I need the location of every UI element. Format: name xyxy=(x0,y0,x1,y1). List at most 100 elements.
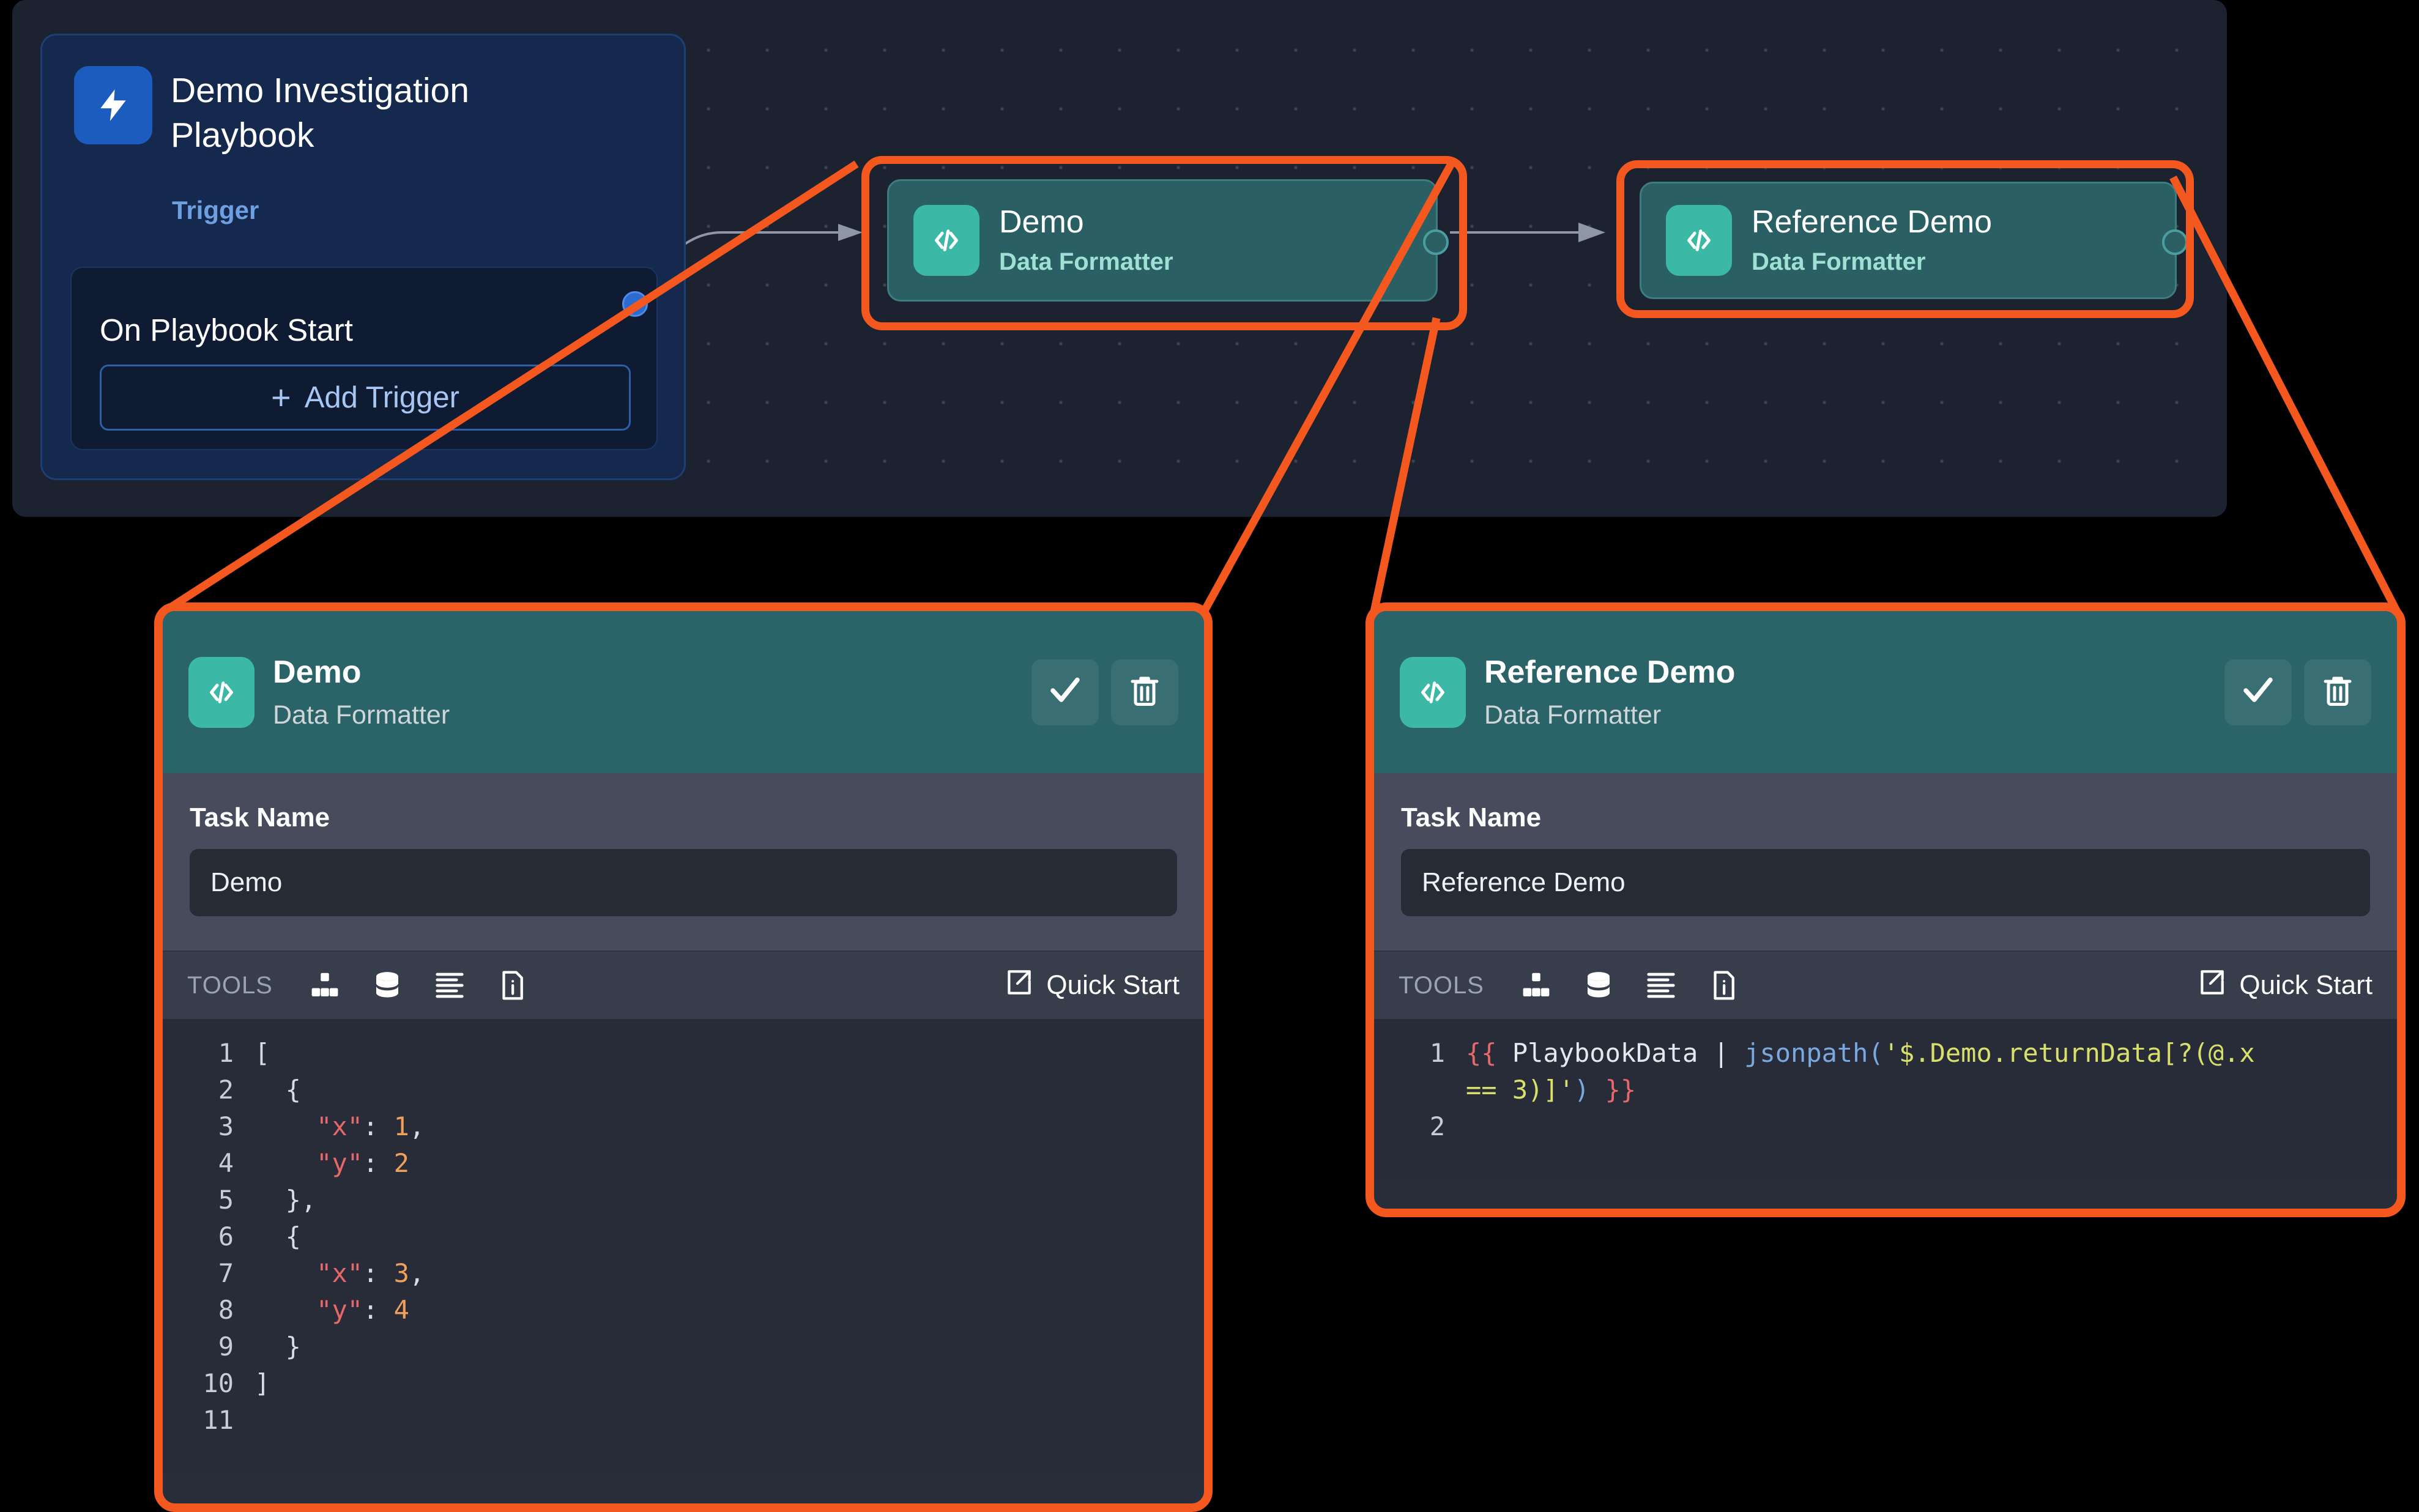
confirm-button[interactable] xyxy=(2224,659,2292,725)
trash-icon xyxy=(1126,672,1163,712)
tools-bar: TOOLS xyxy=(1374,951,2397,1019)
file-info-icon[interactable] xyxy=(496,969,529,1002)
code-line: 2 { xyxy=(163,1072,1204,1108)
code-brackets-icon xyxy=(1666,205,1732,276)
line-text: { xyxy=(255,1221,301,1251)
panel-header: Demo Data Formatter xyxy=(163,611,1204,773)
code-brackets-icon xyxy=(1400,656,1466,728)
code-line: 3 "x": 1, xyxy=(163,1108,1204,1145)
canvas-node-demo-subtitle: Data Formatter xyxy=(999,248,1173,276)
code-brackets-icon xyxy=(188,656,255,728)
code-line: 10] xyxy=(163,1365,1204,1402)
task-name-label: Task Name xyxy=(1401,802,1542,832)
selection-highlight-reference-demo xyxy=(1616,160,2194,318)
playbook-canvas[interactable]: Demo Investigation Playbook Trigger On P… xyxy=(12,0,2227,517)
database-icon[interactable] xyxy=(371,969,404,1002)
tools-bar: TOOLS xyxy=(163,951,1204,1019)
delete-button[interactable] xyxy=(2304,659,2371,725)
line-number: 1 xyxy=(1429,1038,1445,1068)
blocks-icon[interactable] xyxy=(308,969,341,1002)
code-line: 7 "x": 3, xyxy=(163,1255,1204,1292)
json-key: "y" xyxy=(316,1148,363,1178)
line-text: } xyxy=(255,1332,301,1362)
canvas-node-demo[interactable]: Demo Data Formatter xyxy=(882,171,1449,309)
line-number: 1 xyxy=(218,1038,234,1068)
plus-icon: + xyxy=(270,378,291,417)
code-editor-demo[interactable]: 1[ 2 { 3 "x": 1, 4 "y": 2 5 }, 6 { 7 "x"… xyxy=(163,1019,1204,1472)
check-icon xyxy=(2240,672,2276,712)
json-key: "x" xyxy=(316,1111,363,1141)
code-editor-reference-demo[interactable]: 1 {{ PlaybookData | jsonpath('$.Demo.ret… xyxy=(1374,1019,2397,1178)
code-line: 5 }, xyxy=(163,1182,1204,1218)
line-number: 6 xyxy=(218,1221,234,1251)
panel-subtitle: Data Formatter xyxy=(1484,700,1662,730)
list-lines-icon[interactable] xyxy=(433,969,466,1002)
confirm-button[interactable] xyxy=(1031,659,1099,725)
quick-start-button[interactable]: Quick Start xyxy=(1003,967,1180,1004)
canvas-node-reference-demo-subtitle: Data Formatter xyxy=(1752,248,1926,276)
line-number: 2 xyxy=(218,1075,234,1105)
demo-output-port[interactable] xyxy=(1423,229,1449,255)
trigger-node-title: Demo Investigation Playbook xyxy=(171,71,469,155)
json-value: 2 xyxy=(393,1148,409,1178)
canvas-node-demo-title: Demo xyxy=(999,204,1084,240)
task-name-input[interactable]: Reference Demo xyxy=(1401,849,2370,916)
panel-title: Reference Demo xyxy=(1484,654,1736,690)
tools-label: TOOLS xyxy=(187,971,273,999)
on-playbook-start-label: On Playbook Start xyxy=(100,313,353,347)
code-line: 11 xyxy=(163,1402,1204,1439)
external-link-icon xyxy=(2196,967,2227,1004)
task-detail-panel-reference-demo[interactable]: Reference Demo Data Formatter xyxy=(1366,602,2406,1217)
database-icon[interactable] xyxy=(1582,969,1615,1002)
quick-start-label: Quick Start xyxy=(1046,970,1180,1000)
add-trigger-button[interactable]: + Add Trigger xyxy=(100,365,631,431)
code-line: == 3)]') }} xyxy=(1466,1075,1637,1105)
line-text: ] xyxy=(255,1368,270,1398)
panel-header: Reference Demo Data Formatter xyxy=(1374,611,2397,773)
panel-body: Task Name Reference Demo xyxy=(1374,773,2397,951)
json-value: 1 xyxy=(393,1111,409,1141)
line-number: 5 xyxy=(218,1185,234,1215)
line-number: 9 xyxy=(218,1332,234,1362)
trigger-node-type-label: Trigger xyxy=(172,196,259,224)
code-line: 4 "y": 2 xyxy=(163,1145,1204,1182)
line-number: 2 xyxy=(1429,1111,1445,1141)
check-icon xyxy=(1047,672,1083,712)
canvas-node-reference-demo[interactable]: Reference Demo Data Formatter xyxy=(1640,182,2188,299)
expression-text: {{ PlaybookData | jsonpath('$.Demo.retur… xyxy=(1466,1038,2255,1068)
quick-start-button[interactable]: Quick Start xyxy=(2196,967,2373,1004)
json-value: 4 xyxy=(393,1295,409,1325)
blocks-icon[interactable] xyxy=(1520,969,1553,1002)
delete-button[interactable] xyxy=(1111,659,1178,725)
line-number: 8 xyxy=(218,1295,234,1325)
trigger-node-header: Demo Investigation Playbook xyxy=(74,66,538,158)
list-lines-icon[interactable] xyxy=(1644,969,1678,1002)
code-line: 1 {{ PlaybookData | jsonpath('$.Demo.ret… xyxy=(1374,1035,2397,1072)
task-name-input[interactable]: Demo xyxy=(190,849,1177,916)
trigger-node-body: On Playbook Start + Add Trigger xyxy=(70,267,658,450)
code-brackets-icon xyxy=(913,205,979,276)
add-trigger-label: Add Trigger xyxy=(304,381,459,414)
file-info-icon[interactable] xyxy=(1707,969,1740,1002)
canvas-node-reference-demo-title: Reference Demo xyxy=(1752,204,1993,240)
panel-title: Demo xyxy=(273,654,362,690)
line-text: { xyxy=(255,1075,301,1105)
code-line: 6 { xyxy=(163,1218,1204,1255)
task-detail-panel-demo[interactable]: Demo Data Formatter xyxy=(154,602,1213,1512)
trash-icon xyxy=(2319,672,2356,712)
code-line: 9 } xyxy=(163,1329,1204,1365)
panel-subtitle: Data Formatter xyxy=(273,700,450,730)
expression-text-cont: == 3)]' xyxy=(1466,1075,1575,1105)
line-number: 7 xyxy=(218,1258,234,1288)
line-number: 4 xyxy=(218,1148,234,1178)
line-number: 10 xyxy=(203,1368,234,1398)
line-number: 3 xyxy=(218,1111,234,1141)
lightning-bolt-icon xyxy=(74,66,152,144)
json-key: "x" xyxy=(316,1258,363,1288)
json-value: 3 xyxy=(393,1258,409,1288)
json-key: "y" xyxy=(316,1295,363,1325)
line-number: 11 xyxy=(203,1405,234,1435)
external-link-icon xyxy=(1003,967,1034,1004)
selection-highlight-demo xyxy=(861,156,1467,330)
